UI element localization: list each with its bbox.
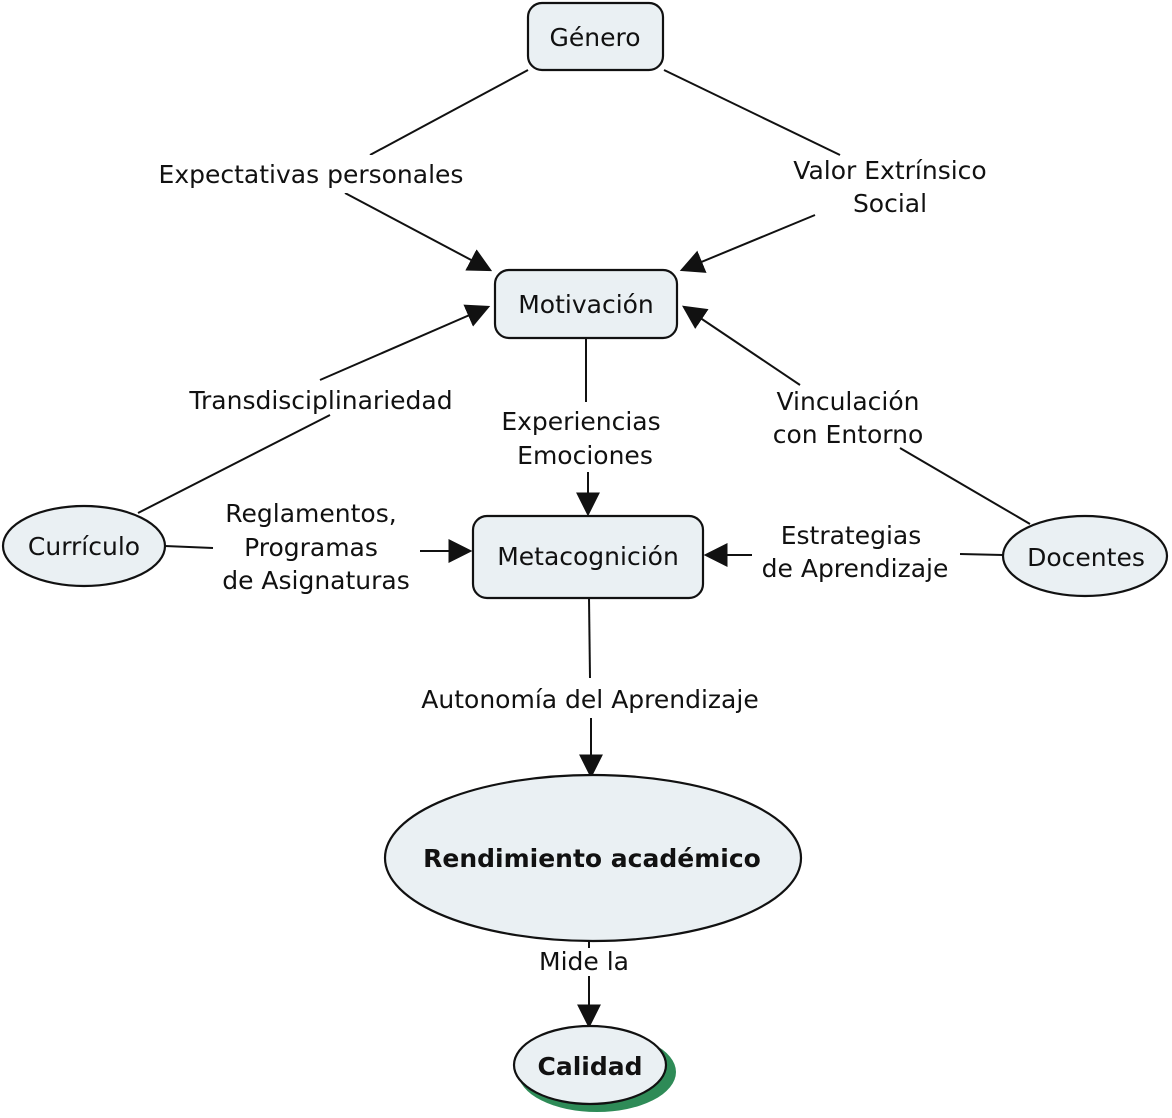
link-reglamentos-line3: de Asignaturas [222, 566, 410, 595]
node-docentes[interactable]: Docentes [1001, 514, 1169, 598]
label-bg-expectativas [144, 155, 478, 193]
edge-transdisciplinariedad-motivacion [319, 304, 491, 381]
edge-expectativas-motivacion [344, 192, 493, 272]
node-docentes-label: Docentes [1027, 543, 1145, 572]
node-rendimiento[interactable]: Rendimiento académico [383, 773, 803, 943]
link-valor-line2: Social [853, 189, 927, 218]
edge-metacognicion-autonomia [588, 597, 591, 679]
link-estrategias-line2: de Aprendizaje [762, 554, 949, 583]
node-genero-label: Género [549, 23, 640, 52]
link-autonomia: Autonomía del Aprendizaje [421, 685, 758, 714]
edge-valor-motivacion [679, 214, 816, 273]
node-curriculo-label: Currículo [28, 532, 140, 561]
node-curriculo[interactable]: Currículo [1, 504, 167, 588]
edge-curriculo-transdisciplinariedad [137, 414, 331, 514]
edge-vinculacion-motivacion [682, 305, 801, 386]
link-transdisciplinariedad: Transdisciplinariedad [188, 386, 452, 415]
node-metacognicion[interactable]: Metacognición [471, 514, 705, 600]
link-reglamentos-line2: Programas [244, 533, 378, 562]
node-motivacion[interactable]: Motivación [493, 268, 679, 340]
edge-docentes-estrategias [959, 553, 1004, 556]
link-estrategias-line1: Estrategias [781, 521, 922, 550]
link-experiencias-line1: Experiencias [501, 407, 660, 436]
edge-genero-valor [663, 69, 841, 156]
node-calidad[interactable]: Calidad [512, 1024, 676, 1112]
edge-docentes-vinculacion [899, 447, 1031, 525]
link-vinculacion-line2: con Entorno [773, 420, 924, 449]
node-calidad-label: Calidad [537, 1052, 642, 1081]
edge-curriculo-reglamentos [164, 545, 214, 549]
link-experiencias-line2: Emociones [517, 441, 653, 470]
link-mide: Mide la [539, 947, 629, 976]
node-motivacion-label: Motivación [518, 290, 654, 319]
edge-genero-expectativas [369, 69, 529, 156]
link-expectativas: Expectativas personales [159, 160, 464, 189]
link-reglamentos-line1: Reglamentos, [225, 499, 396, 528]
node-genero[interactable]: Género [526, 1, 665, 72]
link-valor-line1: Valor Extrínsico [793, 156, 986, 185]
node-rendimiento-label: Rendimiento académico [423, 844, 761, 873]
node-metacognicion-label: Metacognición [497, 542, 679, 571]
link-vinculacion-line1: Vinculación [776, 387, 919, 416]
